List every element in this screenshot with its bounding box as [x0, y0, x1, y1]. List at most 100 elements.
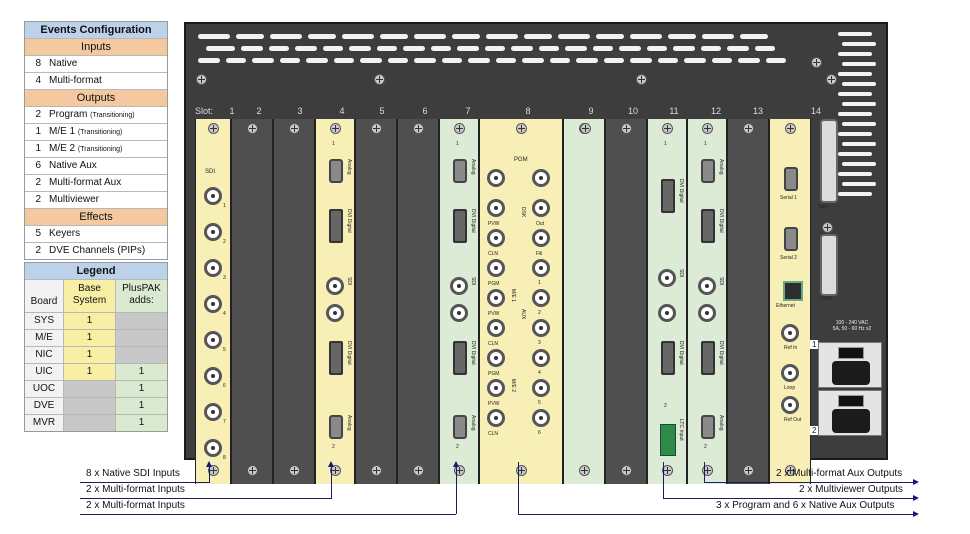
legend-plus: 1	[116, 398, 167, 414]
slot-number: 11	[669, 106, 679, 116]
analog-connector	[701, 159, 715, 183]
aux-number: 6	[538, 430, 541, 436]
vent-slot	[838, 92, 872, 96]
vent-slot	[842, 182, 876, 186]
port-group-2: 2	[704, 444, 707, 450]
tally-label: Tally	[818, 204, 829, 210]
sdi-number: 6	[223, 383, 226, 389]
card-screw	[413, 465, 424, 476]
config-count: 8	[35, 58, 41, 69]
vent-slot	[342, 34, 374, 39]
dvi-connector	[661, 341, 675, 375]
vent-slot	[701, 46, 721, 51]
sdi-bnc	[326, 277, 344, 295]
card-screw	[516, 123, 527, 134]
sdi-number: 2	[223, 239, 226, 245]
me1-pgm-bnc	[487, 259, 505, 277]
analog-label: Analog	[718, 159, 724, 175]
sdi-input-bnc	[204, 403, 222, 421]
card-screw	[330, 123, 341, 134]
me2-pvw-bnc	[487, 379, 505, 397]
sdi-number: 4	[223, 311, 226, 317]
dvi-connector	[329, 209, 343, 243]
vent-slot	[755, 46, 775, 51]
ref-in-label: Ref In	[784, 345, 798, 351]
vent-slot	[630, 34, 662, 39]
config-note: (Transitioning)	[77, 129, 123, 136]
vent-slot	[511, 46, 533, 51]
ref-out-label: Ref Out	[784, 417, 802, 423]
slot-number: 2	[256, 106, 262, 116]
psu-2-switch	[838, 395, 864, 407]
ref-in-bnc	[781, 324, 799, 342]
aux-number: 4	[538, 370, 541, 376]
pgm-label: PGM	[514, 157, 528, 163]
aux-number: 2	[538, 310, 541, 316]
vent-slot	[702, 34, 734, 39]
sdi-number: 8	[223, 455, 226, 461]
legend-plus	[116, 330, 167, 346]
card-slot-6	[397, 119, 439, 484]
card-screw	[208, 465, 219, 476]
port-group-1: 1	[332, 141, 335, 147]
vent-slot	[842, 62, 876, 66]
card-screw	[702, 465, 713, 476]
wire-arrow-up	[328, 461, 334, 467]
vent-slot	[306, 58, 328, 63]
dsk-out-label: Out	[536, 221, 545, 227]
gpio-label: GPIO	[820, 296, 833, 302]
aux-number: 1	[538, 280, 541, 286]
card-screw	[743, 465, 754, 476]
wire-horizontal	[80, 514, 456, 515]
vent-slot	[360, 58, 382, 63]
config-item: Multi-format	[49, 75, 102, 86]
panel-screw	[826, 74, 837, 85]
output-label-program-aux: 3 x Program and 6 x Native Aux Outputs	[716, 500, 895, 511]
panel-screw	[811, 57, 822, 68]
serial-2-port	[784, 227, 798, 251]
slot-number: 10	[627, 106, 638, 116]
aux-out-bnc	[532, 289, 550, 307]
vent-slot	[630, 58, 652, 63]
panel-screw	[822, 222, 833, 233]
card-screw	[785, 123, 796, 134]
vent-slot	[468, 58, 490, 63]
vent-slot	[766, 58, 786, 63]
vent-slot	[842, 82, 876, 86]
vent-slot	[539, 46, 559, 51]
card-screw	[371, 123, 382, 134]
dsk-fill-bnc	[532, 229, 550, 247]
vent-slot	[380, 34, 408, 39]
wire-horizontal	[704, 482, 914, 483]
vent-slot	[403, 46, 425, 51]
dvi-label: DVI Digital	[678, 341, 684, 365]
me1-pvw-bnc	[487, 289, 505, 307]
pvw-label: PVW	[488, 221, 500, 227]
port-group-2: 2	[332, 444, 335, 450]
config-count: 2	[35, 245, 41, 256]
sdi-label: SDI	[205, 169, 216, 175]
card-screw	[371, 465, 382, 476]
vent-slot	[550, 58, 570, 63]
port-group-1: 1	[664, 141, 667, 147]
vent-slot	[740, 34, 768, 39]
slot-number: 13	[752, 106, 763, 116]
sdi-input-bnc	[204, 295, 222, 313]
wire-horizontal	[518, 514, 914, 515]
card-slot-10	[605, 119, 647, 484]
pgm-label: PGM	[488, 281, 500, 287]
config-section-header: Effects	[25, 209, 167, 226]
output-label-multiformat-aux: 2 x Multi-format Aux Outputs	[776, 468, 903, 479]
sdi-bnc	[698, 277, 716, 295]
vent-slot	[668, 34, 696, 39]
dsk-fill-label: Fill	[536, 251, 543, 257]
legend-board: UOC	[25, 381, 64, 397]
vent-slot	[838, 132, 872, 136]
psu-1	[818, 342, 882, 388]
aux-number: 5	[538, 400, 541, 406]
